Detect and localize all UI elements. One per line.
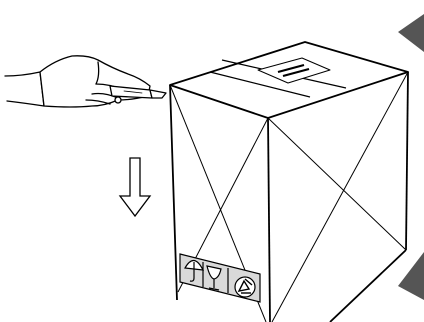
- cardboard-box: [169, 41, 409, 322]
- tape-line-top: [209, 71, 311, 98]
- sleeve-icon: [4, 71, 45, 107]
- hand-with-cutter: [4, 55, 167, 108]
- box-middle-edge: [267, 117, 271, 322]
- down-arrow-icon: [118, 157, 152, 218]
- box-left-face-edge: [169, 84, 178, 301]
- handling-symbols-label: [179, 253, 261, 303]
- top-label-mark: [282, 67, 310, 78]
- right-face-diagonal-a: [267, 117, 407, 251]
- hand-icon: [39, 55, 151, 108]
- recycle-icon: [234, 276, 256, 298]
- top-label: [257, 57, 331, 84]
- box-right-face-edge: [405, 71, 409, 251]
- box-bottom-right-edge: [329, 249, 407, 322]
- box-cutter-icon[interactable]: [109, 85, 167, 104]
- nav-triangle-icon[interactable]: [398, 14, 424, 52]
- nav-triangle-right-icon[interactable]: [398, 252, 424, 300]
- right-face-diagonal-b: [271, 71, 409, 322]
- top-label-mark: [277, 63, 305, 74]
- wine-glass-icon: [206, 265, 222, 291]
